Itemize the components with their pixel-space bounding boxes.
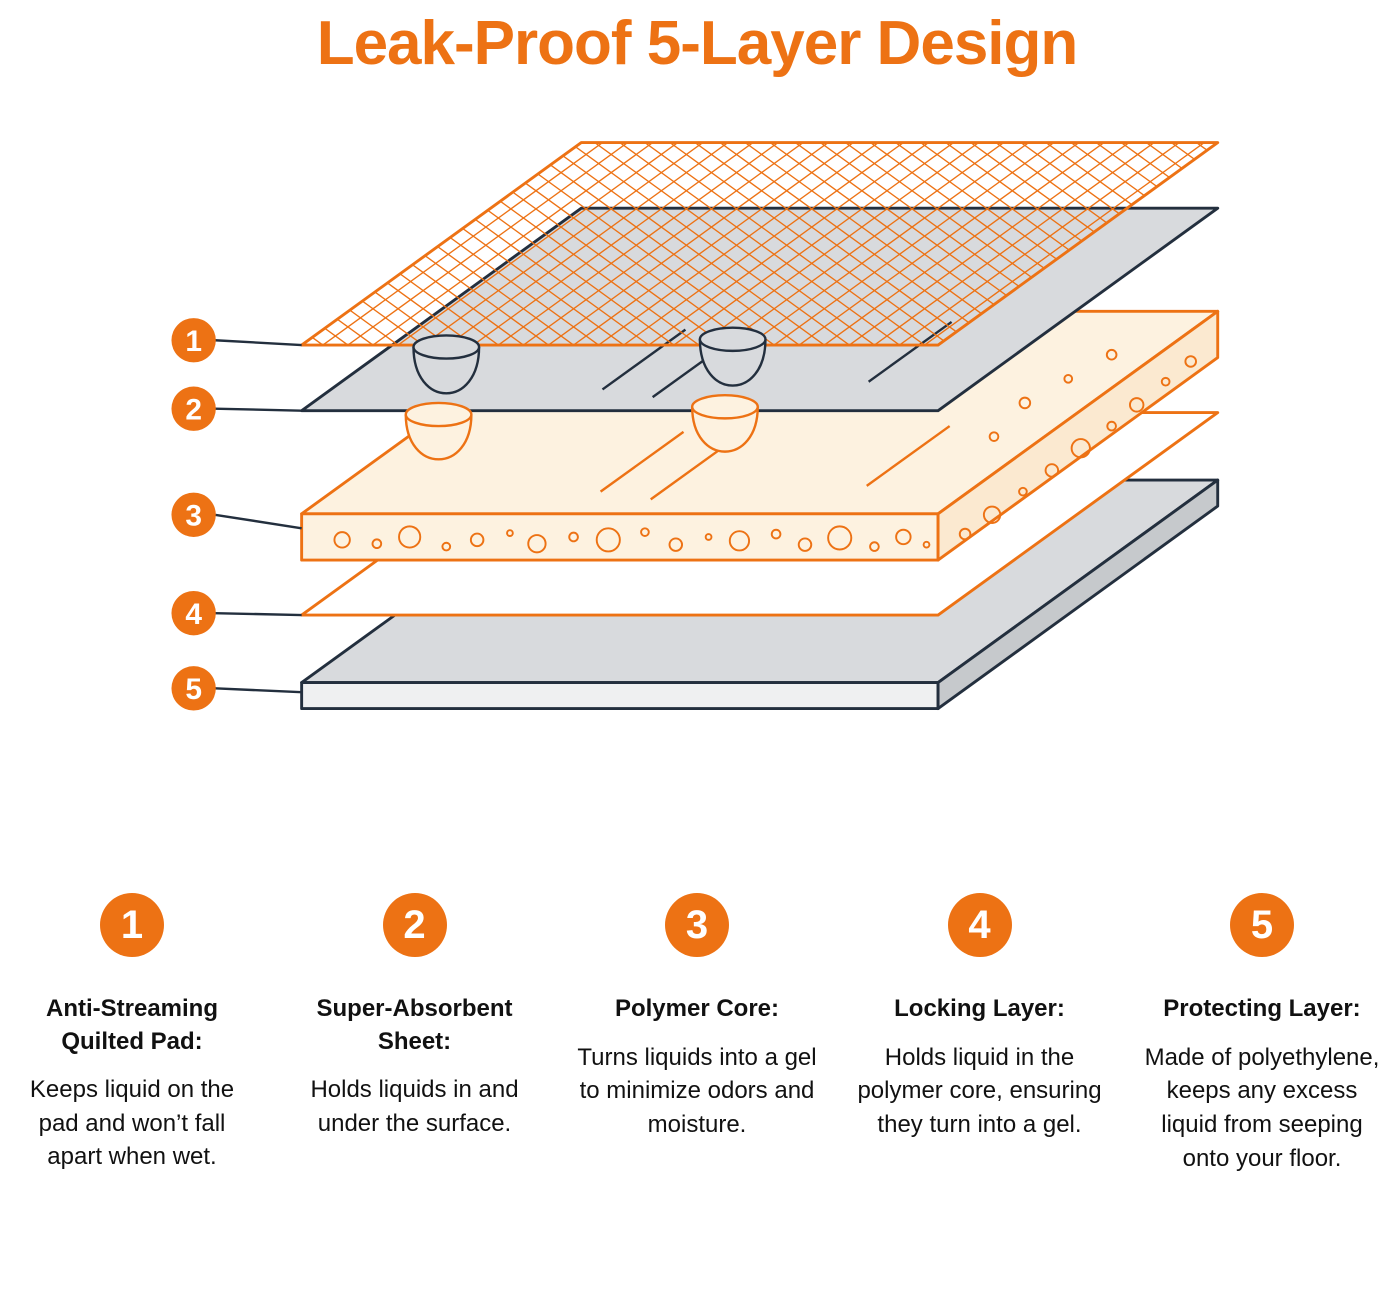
legend-heading-5: Protecting Layer:	[1163, 995, 1361, 1023]
legend-item-4: 4 Locking Layer: Holds liquid in the pol…	[856, 893, 1104, 1175]
legend-body-4: Holds liquid in the polymer core, ensuri…	[857, 1043, 1102, 1139]
legend-heading-3: Polymer Core:	[614, 995, 780, 1023]
legend-item-3: 3 Polymer Core: Turns liquids into a gel…	[573, 893, 821, 1175]
funnel-droplet-into-core	[404, 394, 759, 461]
legend-heading-2: Super-Absorbent Sheet:	[316, 995, 513, 1055]
leader-line-4	[214, 612, 302, 617]
legend-number-badge-3: 3	[665, 893, 729, 958]
exploded-layers-illustration: 1 2 3 4 5	[171, 141, 1220, 711]
core-bubbles	[333, 349, 1197, 554]
callout-badge-3-number: 3	[185, 500, 202, 533]
page-title: Leak-Proof 5-Layer Design	[316, 9, 1079, 78]
diagram-callouts: 1 2 3 4 5	[171, 318, 302, 711]
callout-badge-3	[171, 492, 216, 538]
legend-body-3: Turns liquids into a gel to minimize odo…	[577, 1043, 817, 1139]
callout-badge-4	[171, 591, 216, 636]
callout-badge-5-number: 5	[185, 673, 202, 706]
funnel-droplet-into-sheet	[412, 326, 767, 395]
legend-number-badge-5: 5	[1230, 893, 1294, 958]
callout-badge-5	[171, 666, 216, 711]
callout-badge-4-number: 4	[185, 598, 202, 631]
legend-body-2: Holds liquids in and under the surface.	[310, 1076, 519, 1137]
leader-line-1	[214, 339, 302, 347]
legend-body-1: Keeps liquid on the pad and won’t fall a…	[29, 1076, 235, 1171]
legend: 1 Anti-Streaming Quilted Pad: Keeps liqu…	[0, 893, 1394, 1175]
leader-line-3	[214, 513, 302, 530]
legend-heading-4: Locking Layer:	[894, 995, 1065, 1023]
callout-badge-2	[171, 386, 216, 432]
callout-badge-2-number: 2	[185, 394, 202, 427]
leader-line-2	[214, 407, 302, 413]
legend-item-5: 5 Protecting Layer: Made of polyethylene…	[1138, 893, 1386, 1175]
legend-item-1: 1 Anti-Streaming Quilted Pad: Keeps liqu…	[8, 893, 256, 1175]
legend-item-2: 2 Super-Absorbent Sheet: Holds liquids i…	[291, 893, 539, 1175]
legend-number-badge-1: 1	[100, 893, 164, 958]
legend-number-badge-4: 4	[947, 893, 1012, 958]
legend-number-badge-2: 2	[382, 893, 447, 958]
leader-line-5	[214, 687, 302, 694]
callout-badge-1	[171, 318, 216, 363]
legend-heading-1: Anti-Streaming Quilted Pad:	[45, 995, 218, 1055]
layer-diagram: 1 2 3 4 5	[157, 104, 1237, 745]
callout-badge-1-number: 1	[185, 325, 202, 358]
legend-body-5: Made of polyethylene, keeps any excess l…	[1144, 1043, 1380, 1172]
